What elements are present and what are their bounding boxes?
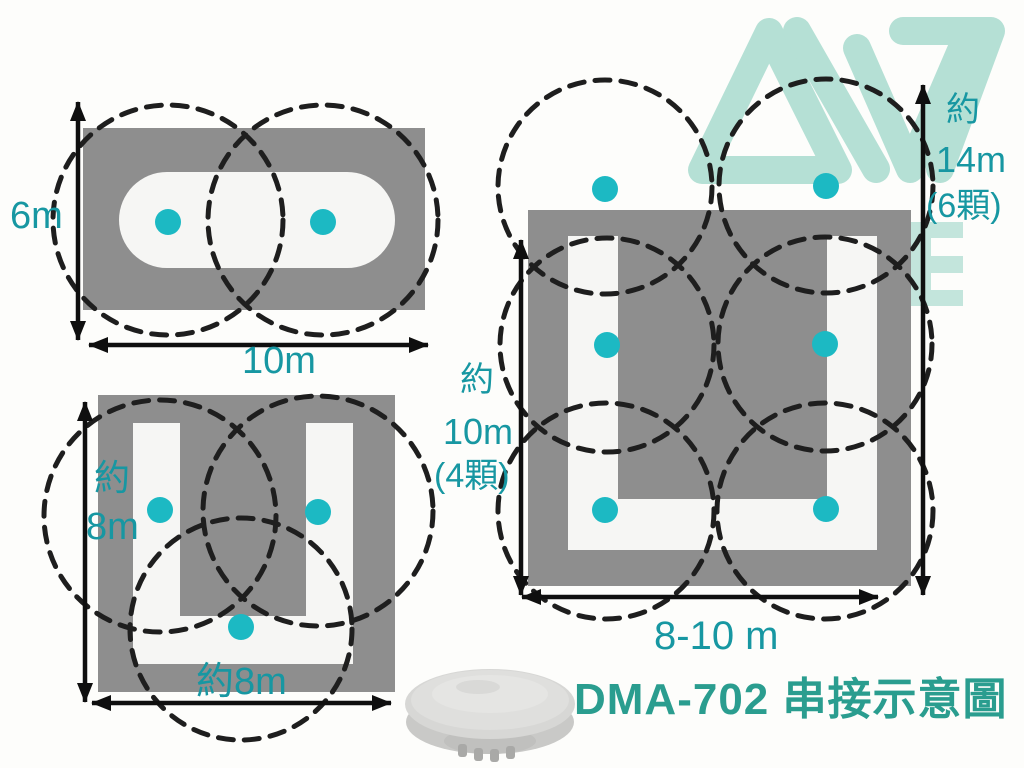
large-u-left-height-note: (4顆)	[434, 457, 510, 495]
large-u-left-height-value: 10m	[443, 411, 514, 452]
device-dot	[147, 497, 173, 523]
small-u-height-label-value: 8m	[86, 506, 139, 548]
coverage-circle	[495, 400, 717, 622]
device-dot	[813, 496, 839, 522]
device-dot	[155, 209, 181, 235]
device-dot	[594, 332, 620, 358]
rect-room-height-label: 6m	[10, 195, 63, 237]
large-u-width-label: 8-10 m	[654, 614, 779, 658]
device-dot	[592, 497, 618, 523]
coverage-circle	[200, 393, 436, 629]
coverage-circle	[497, 235, 717, 455]
coverage-circle	[205, 102, 441, 338]
room-small-u	[98, 395, 395, 692]
device-dot	[812, 331, 838, 357]
coverage-circle	[715, 234, 935, 454]
device-dot	[228, 614, 254, 640]
coverage-circle	[716, 76, 936, 296]
coverage-circle	[714, 400, 936, 622]
coverage-circle	[41, 397, 279, 635]
device-dots	[147, 173, 839, 640]
device-dot	[310, 209, 336, 235]
room-rect-6x10	[83, 128, 425, 310]
large-u-right-height-value: 14m	[936, 139, 1007, 180]
small-u-width-label: 約8m	[196, 661, 287, 703]
coverage-circles	[41, 76, 936, 743]
large-u-left-height-prefix: 約	[460, 361, 494, 399]
room-rect-corridor	[119, 172, 395, 268]
device-dot	[813, 173, 839, 199]
large-u-right-height-note: (6顆)	[926, 187, 1002, 225]
rect-room-width-label: 10m	[242, 340, 316, 382]
small-u-height-label-prefix: 約	[94, 457, 131, 498]
page-title: DMA-702 串接示意圖	[574, 675, 1008, 724]
product-photo-dma702	[405, 669, 575, 762]
coverage-circle	[495, 77, 715, 297]
dimension-arrows	[70, 84, 931, 711]
large-u-right-height-prefix: 約	[946, 91, 980, 129]
device-dot	[592, 176, 618, 202]
device-dot	[305, 499, 331, 525]
coverage-circle	[50, 102, 286, 338]
coverage-circle	[127, 515, 355, 743]
